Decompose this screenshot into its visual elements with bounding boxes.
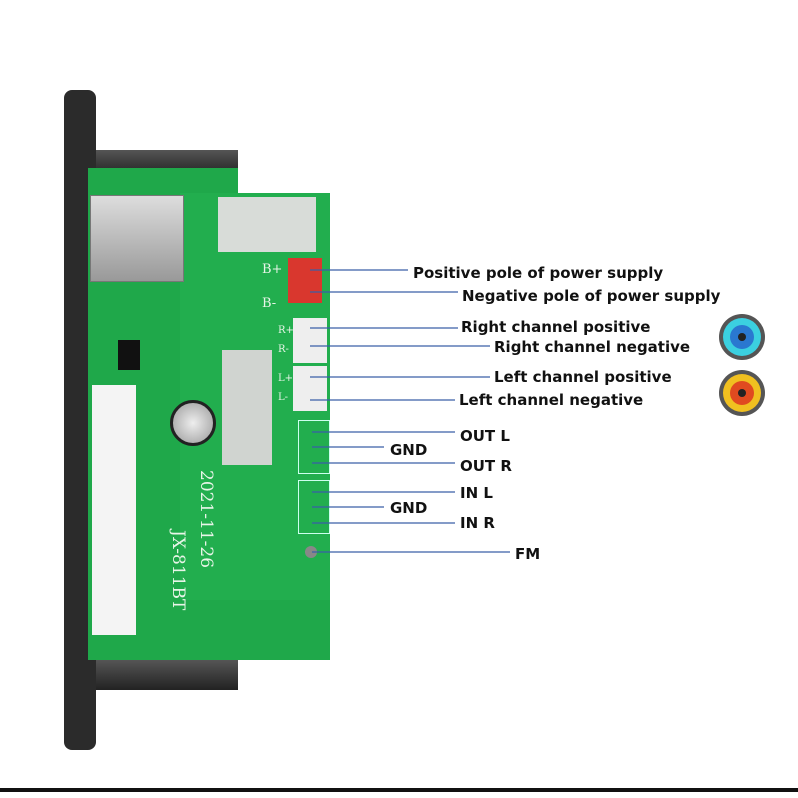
label-out-r: OUT R xyxy=(460,457,512,475)
label-gnd-in: GND xyxy=(390,499,428,517)
capacitor xyxy=(170,400,216,446)
speaker-blue-icon xyxy=(719,314,765,360)
mount-bar-bottom xyxy=(96,660,238,690)
pcb-lower xyxy=(180,600,330,660)
usb-port xyxy=(90,195,184,282)
silk-l-plus: L+ xyxy=(278,373,294,384)
power-connector xyxy=(288,258,322,303)
label-right-negative: Right channel negative xyxy=(494,338,691,356)
silk-b-minus: B- xyxy=(262,296,277,311)
label-positive-power: Positive pole of power supply xyxy=(413,264,664,282)
label-in-r: IN R xyxy=(460,514,495,532)
label-in-l: IN L xyxy=(460,484,493,502)
ir-receiver xyxy=(118,340,140,370)
silk-r-plus: R+ xyxy=(278,325,294,336)
label-fm: FM xyxy=(515,545,541,563)
silk-b-plus: B+ xyxy=(262,262,283,277)
silk-l-minus: L- xyxy=(278,392,289,403)
label-left-positive: Left channel positive xyxy=(494,368,672,386)
label-out-l: OUT L xyxy=(460,427,510,445)
shield-top xyxy=(218,197,316,252)
shield-chip xyxy=(222,350,272,465)
sd-slot xyxy=(92,385,136,635)
fm-pad xyxy=(305,546,317,558)
label-right-positive: Right channel positive xyxy=(461,318,651,336)
right-speaker-connector xyxy=(293,318,327,363)
bottom-divider xyxy=(0,788,798,792)
left-speaker-connector xyxy=(293,366,327,411)
silk-r-minus: R- xyxy=(278,344,289,355)
label-left-negative: Left channel negative xyxy=(459,391,644,409)
label-gnd-out: GND xyxy=(390,441,428,459)
label-negative-power: Negative pole of power supply xyxy=(462,287,721,305)
speaker-orange-icon xyxy=(719,370,765,416)
